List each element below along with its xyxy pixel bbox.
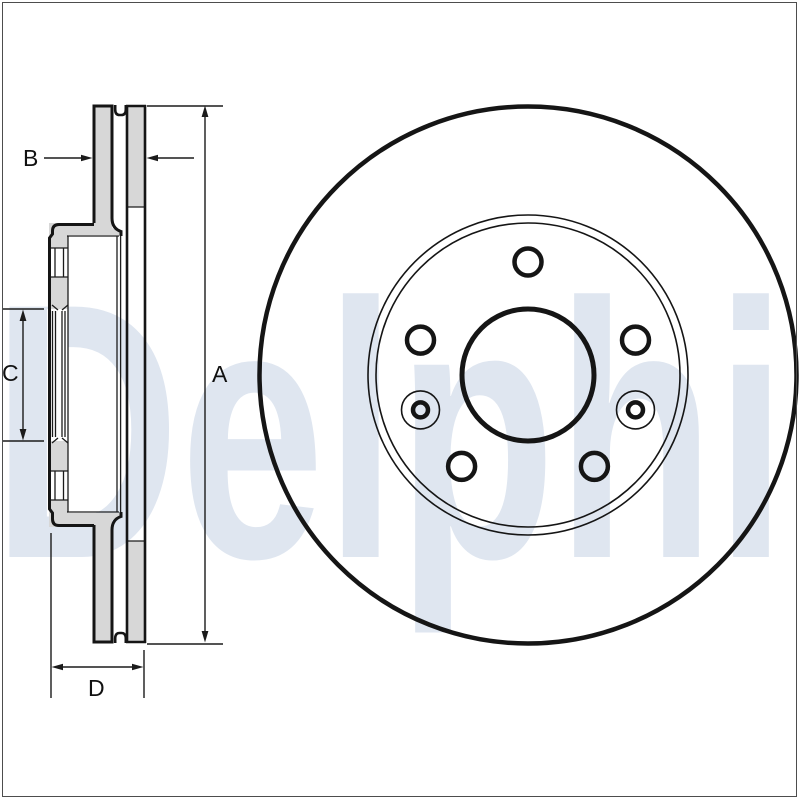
front-view — [257, 104, 799, 646]
bolt-hole — [404, 324, 437, 356]
centre-bore-circle — [459, 306, 597, 444]
dimension-d-arrow — [50, 533, 145, 698]
pin-hole — [410, 400, 431, 420]
dimension-a-arrow — [147, 105, 223, 645]
dimension-b-arrow — [44, 154, 194, 162]
dimension-c-label: C — [2, 360, 19, 386]
dimension-b-label: B — [23, 145, 39, 171]
dimension-d-label: D — [88, 675, 105, 701]
cross-section-view — [47, 104, 147, 644]
bolt-hole — [445, 450, 478, 483]
dimension-annotations — [2, 105, 223, 698]
pin-holes — [400, 390, 656, 430]
outer-diameter-circle — [257, 104, 799, 646]
hub-circle-outer — [367, 214, 689, 536]
pin-hole-countersink — [400, 390, 441, 430]
bolt-hole — [619, 324, 652, 356]
hub-circle-inner — [375, 222, 681, 528]
section-outline — [48, 104, 147, 644]
bolt-holes — [404, 246, 652, 483]
pin-hole-countersink — [615, 390, 656, 430]
bolt-hole — [578, 450, 611, 483]
dimension-c-arrow — [2, 308, 44, 442]
dimension-a-label: A — [212, 361, 228, 387]
section-thin-lines — [49, 206, 145, 542]
bolt-hole — [512, 246, 544, 278]
pin-hole — [625, 400, 646, 420]
